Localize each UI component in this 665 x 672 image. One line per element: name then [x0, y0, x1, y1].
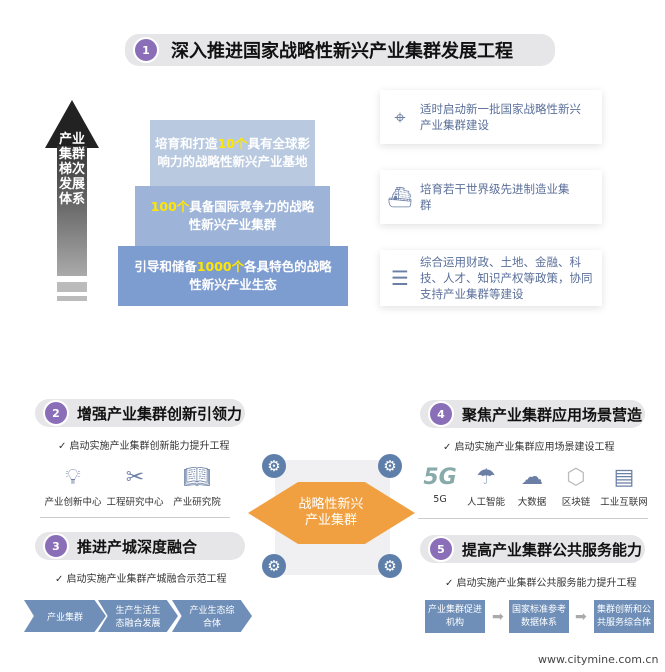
section5-header: 5 提高产业集群公共服务能力 [420, 535, 645, 563]
card-map: ⌖适时启动新一批国家战略性新兴产业集群建设 [380, 90, 602, 144]
card-list: ☰综合运用财政、土地、金融、科技、人才、知识产权等政策，协同支持产业集群等建设 [380, 250, 602, 306]
service-box: 产业集群促进机构 [425, 600, 485, 633]
service-box: 集群创新和公共服务综合体 [594, 600, 654, 633]
divider [418, 518, 648, 519]
service-box: 国家标准参考数据体系 [509, 600, 569, 633]
section-number: 1 [133, 37, 159, 63]
center-label: 战略性新兴产业集群 [298, 497, 364, 528]
gear-icon: ⚙ [378, 554, 402, 578]
section3-title: 推进产城深度融合 [77, 537, 198, 556]
arrow-right-icon: ➡ [492, 609, 504, 625]
book-icon: 📖︎ [183, 465, 211, 490]
5g-icon: 5G [423, 465, 457, 490]
map-icon: ⌖ [394, 105, 406, 129]
section-number: 4 [428, 401, 454, 427]
section2-icons: 💡︎产业创新中心 ✂工程研究中心 📖︎产业研究院 [42, 462, 228, 508]
arrow-bar [57, 296, 87, 301]
tier-middle: 100个具备国际竞争力的战略性新兴产业集群 [135, 186, 330, 246]
section5-title: 提高产业集群公共服务能力 [462, 540, 643, 559]
section3-check: ✓ 启动实施产业集群产城融合示范工程 [55, 574, 227, 585]
tier-top: 培育和打造10个具有全球影响力的战略性新兴产业基地 [150, 120, 315, 186]
arrow-right-icon: ➡ [575, 609, 587, 625]
list-icon: ☰ [391, 266, 409, 290]
section4-check: ✓ 启动实施产业集群应用场景建设工程 [443, 442, 615, 453]
section1-title: 深入推进国家战略性新兴产业集群发展工程 [171, 41, 513, 62]
gear-icon: ⚙ [262, 454, 286, 478]
cloud-icon: ☁ [521, 465, 543, 490]
watermark: www.citymine.com.cn [538, 653, 659, 666]
chevron-step: 产业生态综合体 [172, 600, 252, 632]
section5-check: ✓ 启动实施产业集群公共服务能力提升工程 [445, 578, 637, 589]
section4-title: 聚焦产业集群应用场景营造 [462, 405, 643, 424]
server-icon: ▤ [613, 465, 635, 490]
section2-title: 增强产业集群创新引领力 [77, 404, 243, 423]
blockchain-icon: ⬡ [566, 465, 586, 490]
section2-header: 2 增强产业集群创新引领力 [35, 399, 245, 427]
section2-check: ✓ 启动实施产业集群创新能力提升工程 [58, 441, 230, 452]
arrow-shaft [57, 146, 87, 276]
chevron-step: 产业集群 [24, 600, 106, 632]
lightbulb-icon: 💡︎ [65, 465, 81, 490]
tier-arrow: 产业集群梯次发展体系 [45, 100, 100, 301]
ship-icon: ⛴ [387, 185, 413, 209]
section-number: 2 [43, 400, 69, 426]
divider [40, 517, 230, 518]
section1-header: 1 深入推进国家战略性新兴产业集群发展工程 [125, 34, 555, 66]
tools-icon: ✂ [125, 465, 145, 490]
card-ship: ⛴培育若干世界级先进制造业集群 [380, 170, 602, 224]
section-number: 3 [43, 533, 69, 559]
arrow-label: 产业集群梯次发展体系 [58, 132, 85, 207]
section3-header: 3 推进产城深度融合 [35, 532, 245, 560]
ai-icon: ☂ [476, 465, 496, 490]
tier-bottom: 引导和储备1000个各具特色的战略性新兴产业生态 [118, 246, 348, 306]
section-number: 5 [428, 536, 454, 562]
gear-icon: ⚙ [378, 454, 402, 478]
arrow-bar [57, 282, 87, 292]
chevron-step: 生产生活生态融合发展 [98, 600, 178, 632]
gear-icon: ⚙ [262, 554, 286, 578]
section4-header: 4 聚焦产业集群应用场景营造 [420, 400, 645, 428]
arrow-head [45, 100, 99, 148]
